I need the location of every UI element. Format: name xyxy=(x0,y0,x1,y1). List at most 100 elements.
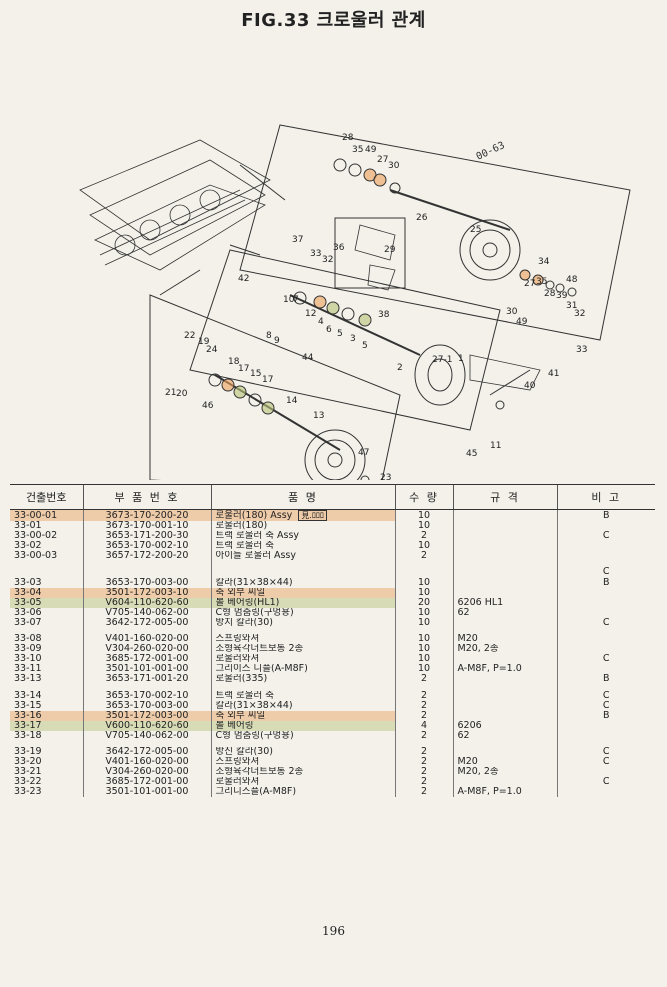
callout-42: 42 xyxy=(238,274,249,284)
cell-part-name xyxy=(210,567,395,578)
callout-9: 9 xyxy=(274,336,280,346)
handwritten-sticker: 見.ﾛﾛﾛ xyxy=(298,510,327,521)
cell-remarks xyxy=(556,644,655,655)
remarks-text: B xyxy=(602,710,610,721)
callout-27-1: 27-1 xyxy=(432,355,452,365)
table-row xyxy=(10,740,655,747)
quantity-text: 2 xyxy=(420,777,428,788)
cell-part-no: 3501-101-001-00 xyxy=(82,787,211,798)
callout-39: 39 xyxy=(556,291,568,301)
cell-remarks xyxy=(556,587,655,598)
cell-part-no: V705-140-062-00 xyxy=(82,607,211,618)
cell-quantity xyxy=(394,628,453,635)
cell-remarks: C xyxy=(556,777,655,788)
cell-part-no: V705-140-062-00 xyxy=(82,730,211,741)
remarks-text: B xyxy=(602,674,610,685)
callout-4: 4 xyxy=(318,317,324,327)
cell-remarks: C xyxy=(556,690,655,701)
item-no-text: 33-22 xyxy=(14,777,42,788)
part-no-text: 3685-172-001-00 xyxy=(105,654,189,665)
item-no-text: 33-00-02 xyxy=(14,531,58,542)
callout-10: 10 xyxy=(283,295,295,305)
remarks-text: C xyxy=(602,757,610,768)
cell-part-name xyxy=(210,561,395,568)
quantity-text: 2 xyxy=(420,674,428,685)
part-no-text: 3653-171-001-20 xyxy=(105,674,189,685)
item-no-text: 33-23 xyxy=(14,787,42,798)
cell-spec xyxy=(452,567,557,578)
quantity-text: 2 xyxy=(420,746,428,757)
cell-remarks xyxy=(556,767,655,778)
spec-text: 62 xyxy=(457,730,470,741)
cell-spec xyxy=(452,541,557,552)
cell-remarks xyxy=(556,730,655,741)
cell-spec xyxy=(452,690,557,701)
cell-quantity: 10 xyxy=(394,607,453,618)
callout-12: 12 xyxy=(305,309,316,319)
cell-remarks: B xyxy=(556,509,655,522)
quantity-text: 2 xyxy=(420,531,428,542)
cell-spec: M20 xyxy=(452,757,557,768)
cell-part-no: 3642-172-005-00 xyxy=(82,617,211,629)
part-no-text: V705-140-062-00 xyxy=(105,607,189,618)
cell-remarks: C xyxy=(556,700,655,711)
quantity-text: 10 xyxy=(417,644,431,655)
cell-part-no: 3653-170-003-00 xyxy=(82,577,211,588)
cell-spec xyxy=(452,700,557,711)
callout-38: 38 xyxy=(378,310,390,320)
cell-remarks xyxy=(556,787,655,798)
upper-panel-outline xyxy=(239,124,631,341)
cell-part-name: 소형육각너트보통 2종 xyxy=(210,644,395,655)
callout-6: 6 xyxy=(326,325,332,335)
part-name-text: 로울러(335) xyxy=(215,674,268,685)
cell-quantity: 2 xyxy=(394,757,453,768)
item-no-text: 33-10 xyxy=(14,654,42,665)
part-no-text: 3653-170-002-10 xyxy=(105,541,189,552)
cell-quantity: 2 xyxy=(394,690,453,701)
part-no-text: V304-260-020-00 xyxy=(105,644,189,655)
part-no-text: 3501-172-003-00 xyxy=(105,710,189,721)
callout-labels: 28 35 49 27 30 37 33 32 36 26 25 29 34 4… xyxy=(165,133,587,483)
cell-remarks: C xyxy=(556,746,655,758)
cell-part-no: 3653-170-003-00 xyxy=(82,700,211,711)
cell-item-no xyxy=(10,567,83,577)
cell-part-no: 3685-172-001-00 xyxy=(82,654,211,665)
cell-quantity: 10 xyxy=(394,577,453,588)
quantity-text: 10 xyxy=(417,521,431,532)
callout-48: 48 xyxy=(566,275,578,285)
cell-remarks xyxy=(556,597,655,608)
spec-text: M20 xyxy=(457,634,478,645)
part-no-text: V304-260-020-00 xyxy=(105,767,189,778)
cell-part-no xyxy=(82,567,211,578)
cell-part-no: 3642-172-005-00 xyxy=(82,746,211,758)
header-remarks: 비 고 xyxy=(556,484,655,510)
cell-spec xyxy=(452,509,557,522)
part-name-text: 방진 칼라(30) xyxy=(215,746,273,757)
cell-spec xyxy=(452,777,557,788)
part-no-text: 3657-172-200-20 xyxy=(105,551,189,562)
quantity-text: 2 xyxy=(420,767,428,778)
callout-15: 15 xyxy=(250,369,261,379)
quantity-text: 20 xyxy=(417,597,431,608)
callout-35: 35 xyxy=(352,145,363,155)
cell-remarks xyxy=(556,551,655,562)
cell-item-no: 33-07 xyxy=(10,618,83,628)
cell-spec xyxy=(452,561,557,568)
part-no-text: 3642-172-005-00 xyxy=(105,617,189,628)
table-row xyxy=(10,561,655,568)
cell-part-name: 그리니스플(A-M8F) xyxy=(210,787,395,798)
quantity-text: 4 xyxy=(420,720,428,731)
remarks-text: C xyxy=(602,567,610,578)
cell-spec: 6206 HL1 xyxy=(452,597,557,608)
callout-27b: 27 xyxy=(524,279,535,289)
part-name-text: 소형육각너트보통 2종 xyxy=(215,767,304,778)
cell-part-no xyxy=(82,561,211,568)
cell-part-name: 소형육각너트보통 2종 xyxy=(210,767,395,778)
cell-part-no: 3653-171-001-20 xyxy=(82,674,211,685)
cell-part-name: 아이들 로울러 Assy xyxy=(210,551,395,562)
callout-49b: 49 xyxy=(516,317,528,327)
